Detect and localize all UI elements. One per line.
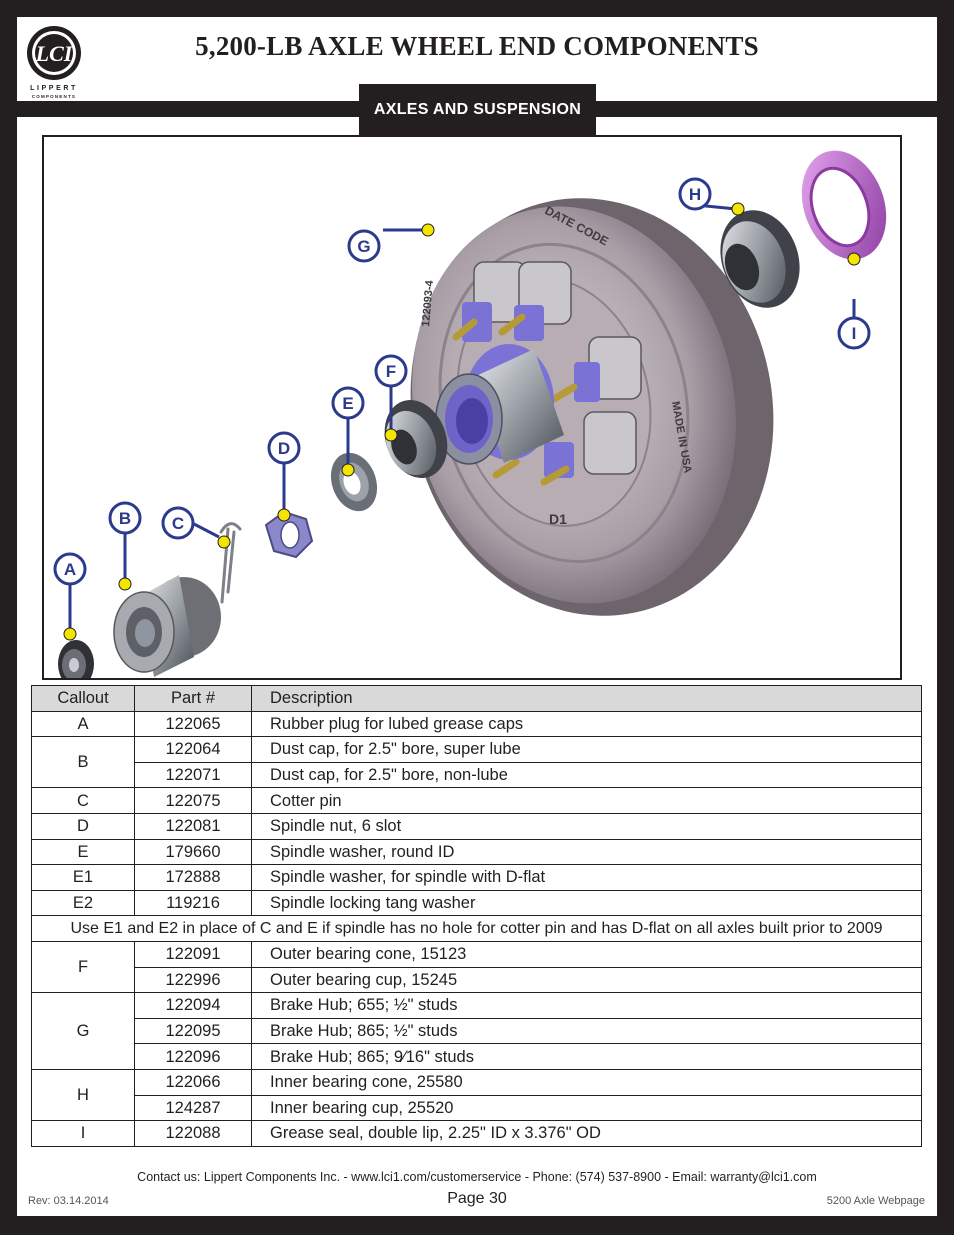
- callout-c: C: [161, 506, 195, 540]
- table-row: 122996 Outer bearing cup, 15245: [32, 966, 922, 994]
- exploded-diagram-svg: DATE CODE 122093-4 MADE IN USA: [53, 150, 887, 678]
- table-row: 122095 Brake Hub; 865; ½" studs: [32, 1017, 922, 1045]
- table-row: E 179660 Spindle washer, round ID: [31, 838, 922, 866]
- table-row: 124287 Inner bearing cup, 25520: [32, 1094, 922, 1122]
- table-header-row: Callout Part # Description: [31, 685, 922, 712]
- callout-g: G: [347, 229, 381, 263]
- exploded-diagram: DATE CODE 122093-4 MADE IN USA: [42, 135, 902, 680]
- svg-text:I: I: [852, 324, 857, 343]
- drum-part-number: 122093-4: [420, 279, 436, 327]
- rubber-plug: [58, 640, 94, 678]
- parts-table: Callout Part # Description A 122065 Rubb…: [31, 685, 922, 1147]
- table-row: E2 119216 Spindle locking tang washer: [31, 889, 922, 917]
- callout-d: D: [267, 431, 301, 465]
- header-description: Description: [251, 685, 922, 712]
- svg-text:C: C: [172, 514, 184, 533]
- spindle-nut: [264, 510, 314, 559]
- inner-bearing-cone: [720, 210, 800, 308]
- header: LCI LIPPERT COMPONENTS 5,200-LB AXLE WHE…: [17, 17, 937, 101]
- header-callout: Callout: [31, 685, 135, 712]
- outer-bearing-cone: [384, 400, 448, 478]
- callout-dots: [63, 202, 861, 641]
- section-tab: AXLES AND SUSPENSION: [359, 84, 596, 136]
- page: LCI LIPPERT COMPONENTS 5,200-LB AXLE WHE…: [17, 17, 937, 1216]
- lippert-logo: LCI LIPPERT COMPONENTS: [23, 23, 85, 101]
- table-row: F 122091 Outer bearing cone, 15123: [31, 940, 922, 994]
- callout-h: H: [678, 177, 712, 211]
- table-row: B 122064 Dust cap, for 2.5" bore, super …: [31, 736, 922, 789]
- grease-seal: [801, 150, 887, 260]
- footer-contact: Contact us: Lippert Components Inc. - ww…: [137, 1170, 817, 1184]
- dust-cap: [113, 575, 221, 677]
- table-row: G 122094 Brake Hub; 655; ½" studs: [31, 992, 922, 1070]
- header-part: Part #: [134, 685, 252, 712]
- table-note-row: Use E1 and E2 in place of C and E if spi…: [31, 915, 922, 942]
- page-title: 5,200-LB AXLE WHEEL END COMPONENTS: [195, 31, 759, 61]
- table-row: E1 172888 Spindle washer, for spindle wi…: [31, 864, 922, 891]
- table-row: H 122066 Inner bearing cone, 25580: [31, 1068, 922, 1122]
- callout-i: I: [837, 316, 871, 350]
- svg-text:B: B: [119, 509, 131, 528]
- table-row: C 122075 Cotter pin: [31, 787, 922, 814]
- logo-sub: COMPONENTS: [31, 94, 77, 99]
- logo-mark: LCI: [35, 41, 74, 66]
- callout-b: B: [108, 501, 142, 535]
- spindle-washer: [330, 452, 378, 512]
- table-row: D 122081 Spindle nut, 6 slot: [31, 812, 922, 840]
- svg-text:D1: D1: [549, 511, 567, 527]
- table-row: 122071 Dust cap, for 2.5" bore, non-lube: [32, 761, 922, 789]
- footer-page-number: Page 30: [447, 1190, 507, 1207]
- brake-hub-drum: DATE CODE 122093-4 MADE IN USA: [410, 198, 774, 616]
- cotter-pin: [219, 522, 242, 604]
- table-note: Use E1 and E2 in place of C and E if spi…: [31, 915, 922, 942]
- table-row: I 122088 Grease seal, double lip, 2.25" …: [31, 1120, 922, 1147]
- svg-text:D: D: [278, 439, 290, 458]
- callout-e: E: [331, 386, 365, 420]
- svg-text:E: E: [342, 394, 353, 413]
- footer-webpage: 5200 Axle Webpage: [826, 1195, 925, 1207]
- footer-revision: Rev: 03.14.2014: [28, 1195, 109, 1207]
- svg-text:F: F: [386, 362, 396, 381]
- table-row: A 122065 Rubber plug for lubed grease ca…: [31, 710, 922, 738]
- table-row: 122096 Brake Hub; 865; 9⁄16" studs: [32, 1043, 922, 1070]
- svg-text:G: G: [357, 237, 370, 256]
- svg-text:A: A: [64, 560, 76, 579]
- callout-f: F: [374, 354, 408, 388]
- callout-a: A: [53, 552, 87, 586]
- svg-text:H: H: [689, 185, 701, 204]
- logo-name: LIPPERT: [30, 85, 78, 92]
